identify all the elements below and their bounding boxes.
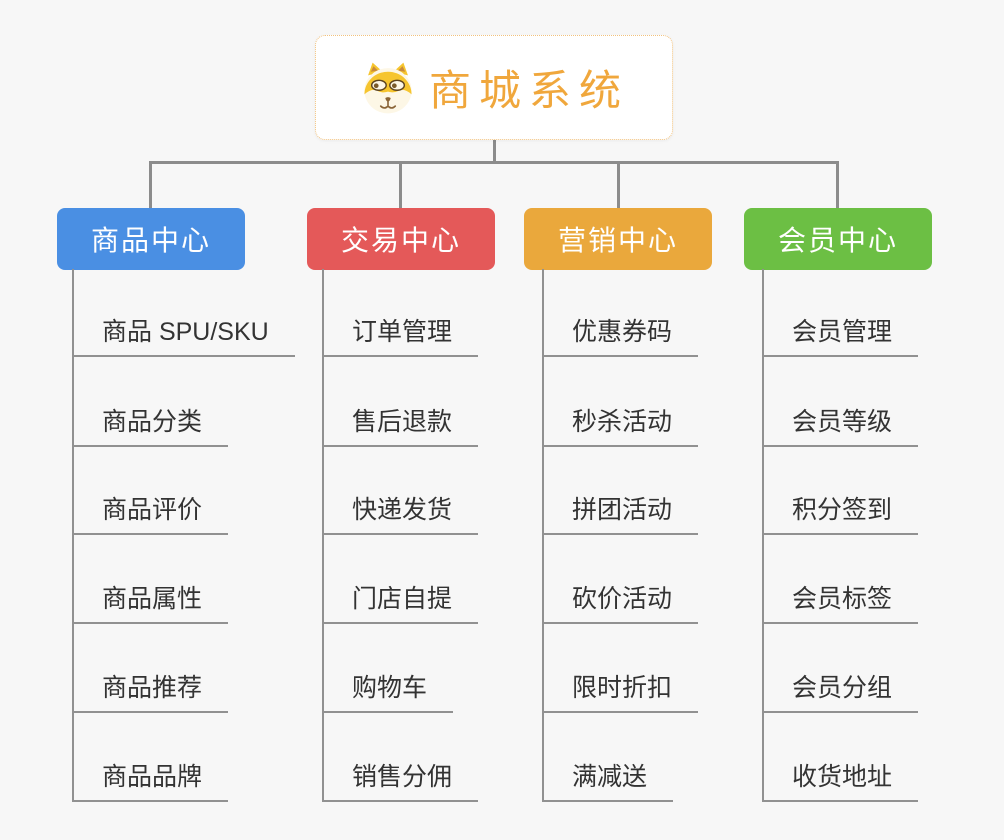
leaf-node[interactable]: 商品 SPU/SKU — [72, 315, 295, 357]
leaf-node[interactable]: 销售分佣 — [322, 760, 479, 802]
edge-root-stub — [493, 139, 496, 163]
root-node[interactable]: 商城系统 — [315, 35, 673, 140]
leaf-node[interactable]: 门店自提 — [322, 582, 479, 624]
leaf-node[interactable]: 秒杀活动 — [542, 405, 699, 447]
edge-stub-product — [149, 161, 152, 209]
edge-stub-trade — [399, 161, 402, 209]
branch-label: 商品中心 — [90, 225, 211, 256]
leaf-node[interactable]: 会员管理 — [762, 315, 919, 357]
leaf-node[interactable]: 限时折扣 — [542, 671, 699, 713]
root-title: 商城系统 — [428, 67, 629, 114]
leaf-node[interactable]: 商品属性 — [72, 582, 229, 624]
leaf-node[interactable]: 购物车 — [322, 671, 454, 713]
leaf-node[interactable]: 拼团活动 — [542, 493, 699, 535]
leaf-node[interactable]: 商品分类 — [72, 405, 229, 447]
branch-label: 交易中心 — [340, 225, 461, 256]
branch-label: 会员中心 — [777, 225, 898, 256]
trunk-line-product — [72, 269, 74, 802]
leaf-node[interactable]: 积分签到 — [762, 493, 919, 535]
leaf-node[interactable]: 优惠券码 — [542, 315, 699, 357]
leaf-node[interactable]: 商品品牌 — [72, 760, 229, 802]
edge-stub-marketing — [617, 161, 620, 209]
branch-node-marketing-center[interactable]: 营销中心 — [524, 208, 712, 270]
trunk-line-member — [762, 269, 764, 802]
leaf-node[interactable]: 收货地址 — [762, 760, 919, 802]
leaf-node[interactable]: 快递发货 — [322, 493, 479, 535]
leaf-node[interactable]: 售后退款 — [322, 405, 479, 447]
branch-label: 营销中心 — [557, 225, 678, 256]
leaf-node[interactable]: 商品评价 — [72, 493, 229, 535]
leaf-node[interactable]: 商品推荐 — [72, 671, 229, 713]
leaf-node[interactable]: 砍价活动 — [542, 582, 699, 624]
edge-horizontal-rail — [149, 161, 839, 164]
leaf-node[interactable]: 会员分组 — [762, 671, 919, 713]
leaf-node[interactable]: 订单管理 — [322, 315, 479, 357]
branch-node-product-center[interactable]: 商品中心 — [57, 208, 245, 270]
leaf-node[interactable]: 会员等级 — [762, 405, 919, 447]
trunk-line-marketing — [542, 269, 544, 802]
branch-node-trade-center[interactable]: 交易中心 — [307, 208, 495, 270]
edge-stub-member — [836, 161, 839, 209]
branch-node-member-center[interactable]: 会员中心 — [744, 208, 932, 270]
trunk-line-trade — [322, 269, 324, 802]
leaf-node[interactable]: 满减送 — [542, 760, 674, 802]
shiba-dog-icon — [364, 62, 412, 113]
leaf-node[interactable]: 会员标签 — [762, 582, 919, 624]
